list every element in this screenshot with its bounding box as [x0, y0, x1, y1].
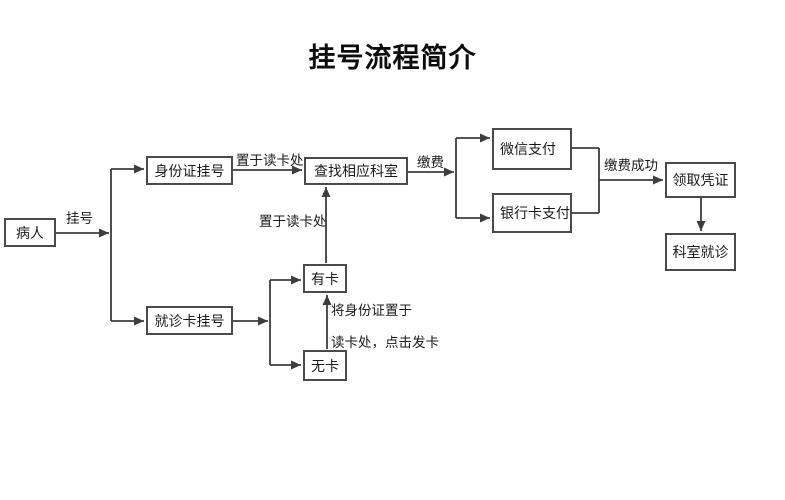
edge-label-no-card-hint-line1: 将身份证置于 — [331, 303, 412, 318]
node-visit-card-register: 就诊卡挂号 — [146, 306, 233, 335]
edge-label-place-on-reader-top: 置于读卡处 — [236, 153, 304, 168]
page-title: 挂号流程简介 — [308, 43, 477, 73]
edge-label-pay-success: 缴费成功 — [604, 158, 658, 173]
node-no-card: 无卡 — [303, 350, 347, 381]
node-wechat-pay: 微信支付 — [492, 128, 572, 170]
node-patient: 病人 — [4, 218, 56, 247]
node-receive-voucher: 领取凭证 — [665, 162, 736, 198]
node-department-visit: 科室就诊 — [665, 233, 736, 271]
edge-label-no-card-hint-line2: 读卡处，点击发卡 — [331, 335, 439, 350]
edge-label-register: 挂号 — [66, 211, 93, 226]
node-find-department: 查找相应科室 — [304, 157, 408, 185]
edge-label-place-on-reader-mid: 置于读卡处 — [259, 214, 327, 229]
edge-label-pay: 缴费 — [417, 155, 444, 170]
node-id-card-register: 身份证挂号 — [146, 156, 233, 185]
node-has-card: 有卡 — [303, 264, 347, 293]
node-bank-card-pay: 银行卡支付 — [492, 193, 572, 233]
